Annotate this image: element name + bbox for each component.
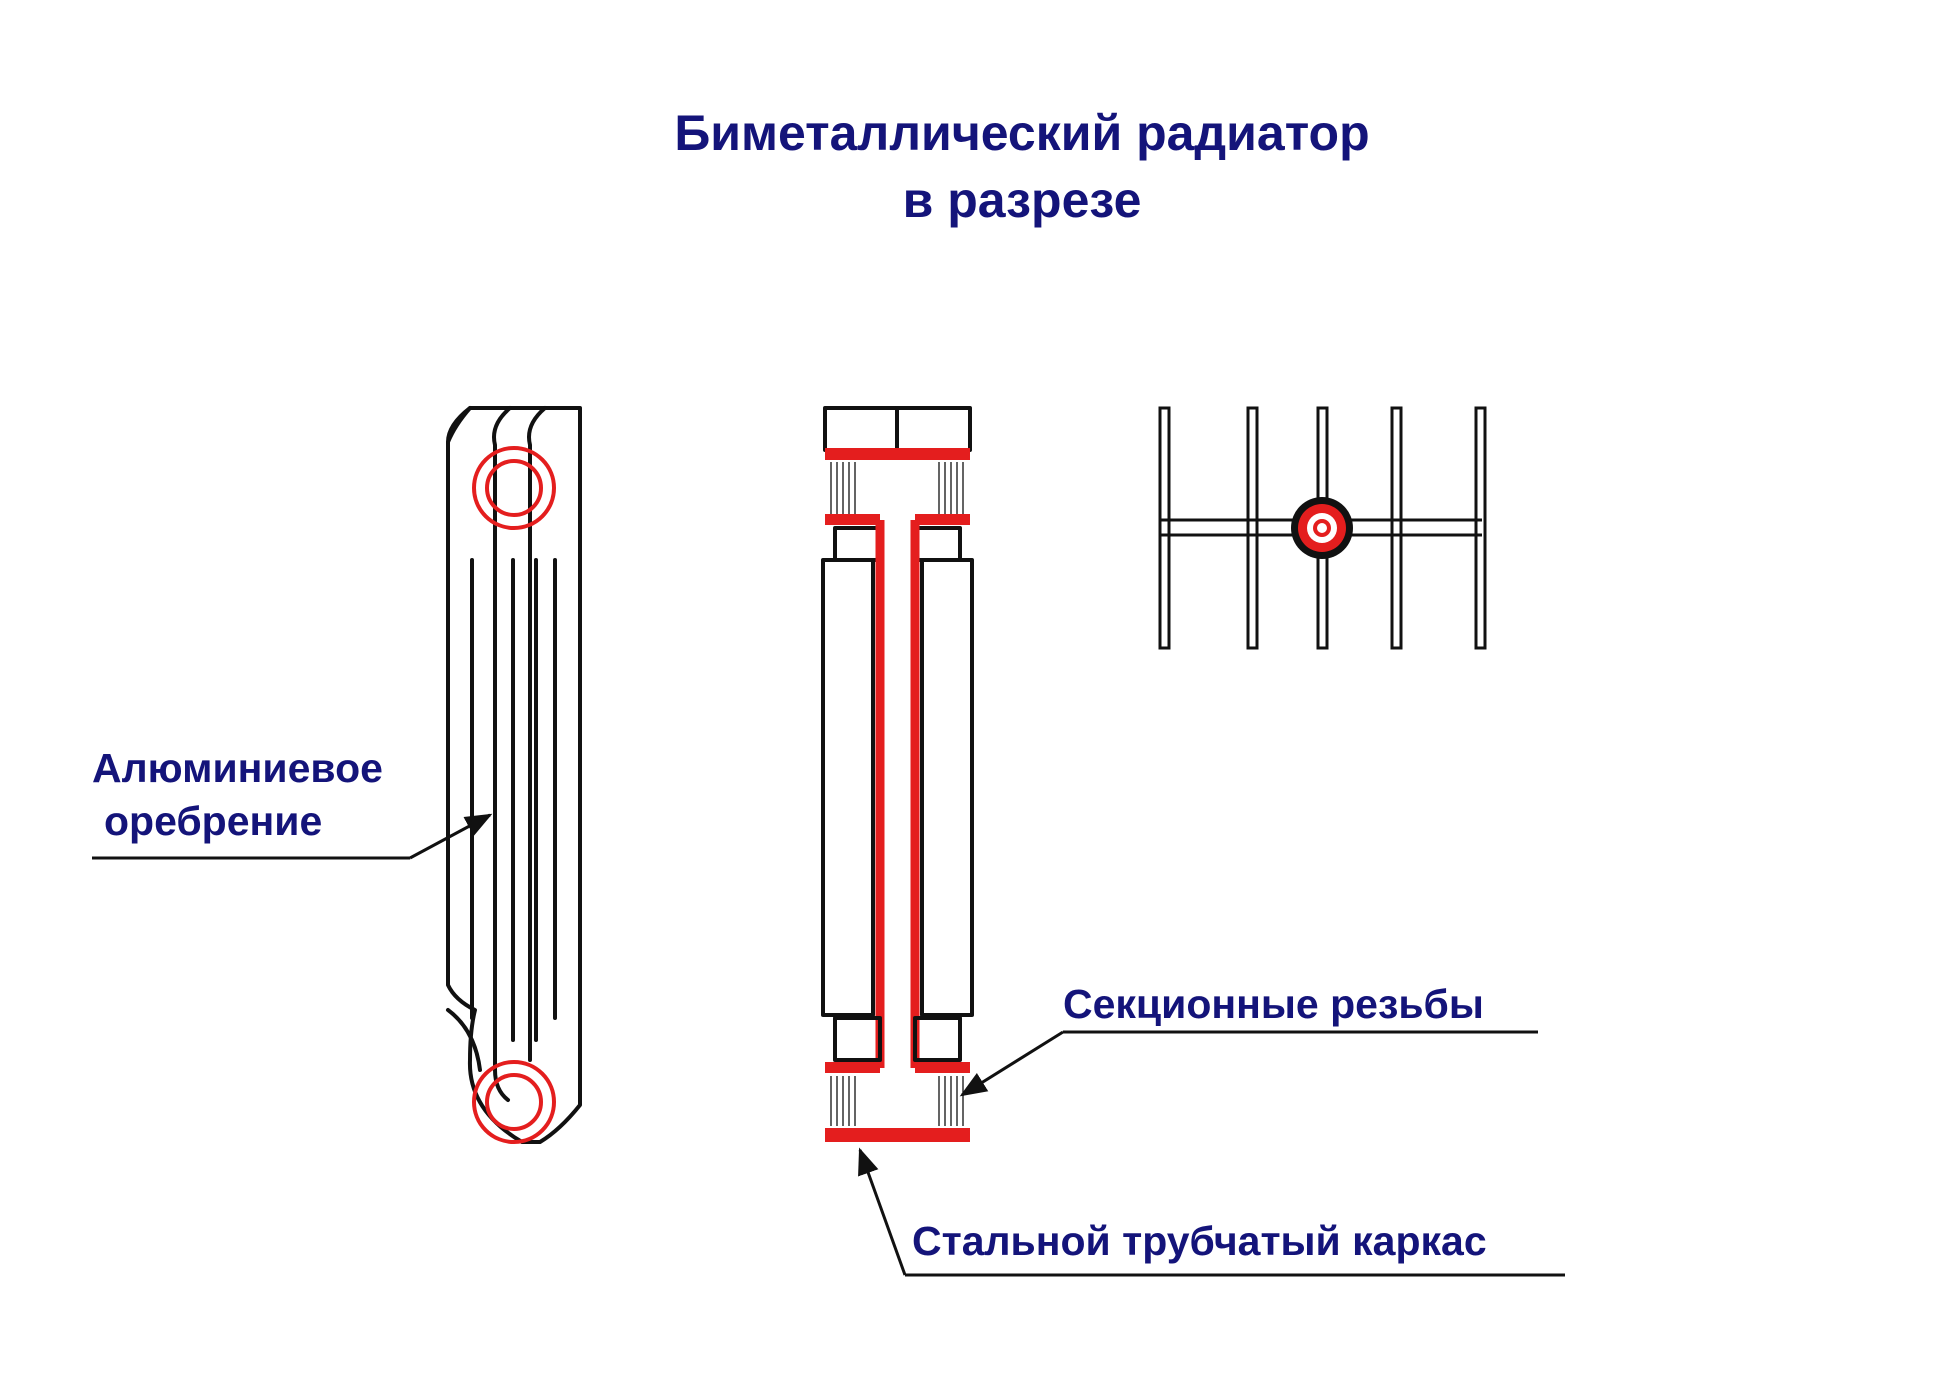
radiator-top-section (1158, 406, 1487, 650)
aluminum-fins-label-line2: оребрение (104, 798, 322, 844)
steel-frame-callout: Стальной трубчатый каркас (858, 1147, 1565, 1277)
section-threads-label: Секционные резьбы (1063, 981, 1484, 1027)
aluminum-fins-callout: Алюминиевое оребрение (92, 745, 493, 860)
diagram-title-line2: в разрезе (903, 172, 1142, 228)
radiator-side-view (446, 406, 582, 1144)
radiator-front-section (821, 406, 974, 1142)
diagram-title-line1: Биметаллический радиатор (674, 105, 1369, 161)
aluminum-fins-label-line1: Алюминиевое (92, 745, 383, 791)
steel-frame-label: Стальной трубчатый каркас (912, 1218, 1487, 1264)
bottom-pipe-ring (472, 1060, 556, 1144)
center-pipe-section (1291, 497, 1353, 559)
section-threads-callout: Секционные резьбы (959, 981, 1538, 1097)
top-pipe-ring (472, 446, 556, 530)
